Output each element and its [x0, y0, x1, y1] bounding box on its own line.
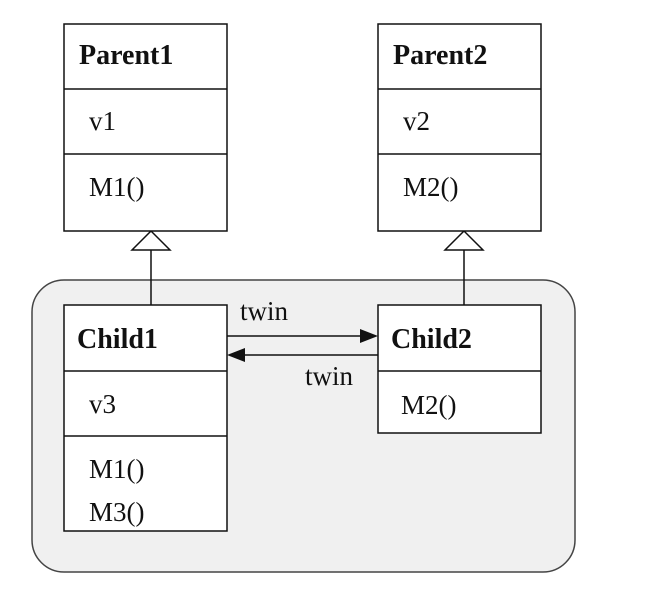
twin-arrowhead-to-child1 — [227, 348, 245, 362]
method-m2-child2: M2() — [401, 390, 457, 420]
class-box-child1: Child1 v3 M1() M3() — [63, 304, 228, 532]
class-name-parent1: Parent1 — [79, 40, 173, 71]
class-box-parent1: Parent1 v1 M1() — [63, 23, 228, 232]
method-m1-parent1: M1() — [89, 172, 145, 202]
field-v2: v2 — [403, 106, 430, 136]
field-v3: v3 — [89, 389, 116, 419]
method-m2-parent2: M2() — [403, 172, 459, 202]
twin-arrowhead-to-child2 — [360, 329, 378, 343]
class-box-parent2: Parent2 v2 M2() — [377, 23, 542, 232]
inheritance-arrowhead-parent1 — [130, 229, 172, 251]
class-box-child2: Child2 M2() — [377, 304, 542, 434]
method-m3-child1: M3() — [89, 497, 145, 527]
method-m1-child1: M1() — [89, 454, 145, 484]
class-name-parent2: Parent2 — [393, 40, 487, 71]
twin-label-top: twin — [240, 296, 289, 326]
class-name-child2: Child2 — [391, 324, 472, 355]
twin-label-bottom: twin — [305, 361, 354, 391]
class-name-child1: Child1 — [77, 324, 158, 355]
inheritance-arrowhead-parent2 — [443, 229, 485, 251]
field-v1: v1 — [89, 106, 116, 136]
